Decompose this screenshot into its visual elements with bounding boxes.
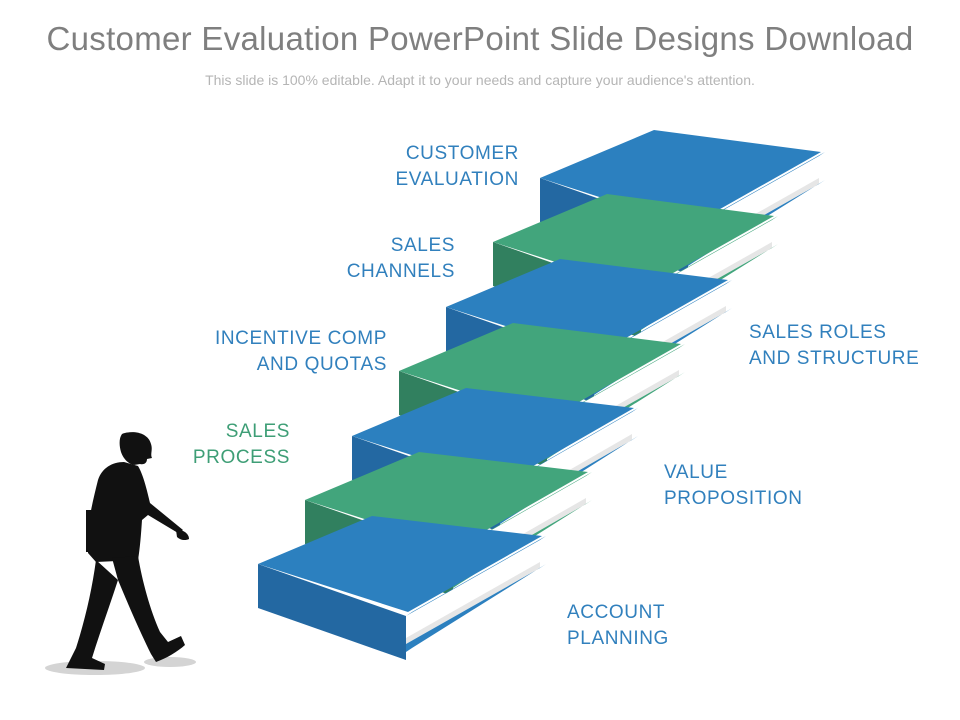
step-label-line2: PLANNING (567, 626, 669, 652)
step-label-line2: PROPOSITION (664, 486, 803, 512)
step-label-line1: SALES (193, 419, 290, 445)
step-label-line1: CUSTOMER (395, 141, 519, 167)
book-step (258, 516, 546, 660)
step-label-line2: CHANNELS (347, 259, 455, 285)
step-label-line2: AND STRUCTURE (749, 346, 919, 372)
step-label-line1: ACCOUNT (567, 600, 669, 626)
step-label-line1: VALUE (664, 460, 803, 486)
step-label-line1: SALES (347, 233, 455, 259)
book-stairs (258, 130, 825, 660)
step-label-line2: AND QUOTAS (215, 352, 387, 378)
walking-businessman-icon (45, 432, 196, 675)
step-label-line1: INCENTIVE COMP (215, 326, 387, 352)
step-label-line1: SALES ROLES (749, 320, 919, 346)
step-label-line2: EVALUATION (395, 167, 519, 193)
step-label-line2: PROCESS (193, 445, 290, 471)
